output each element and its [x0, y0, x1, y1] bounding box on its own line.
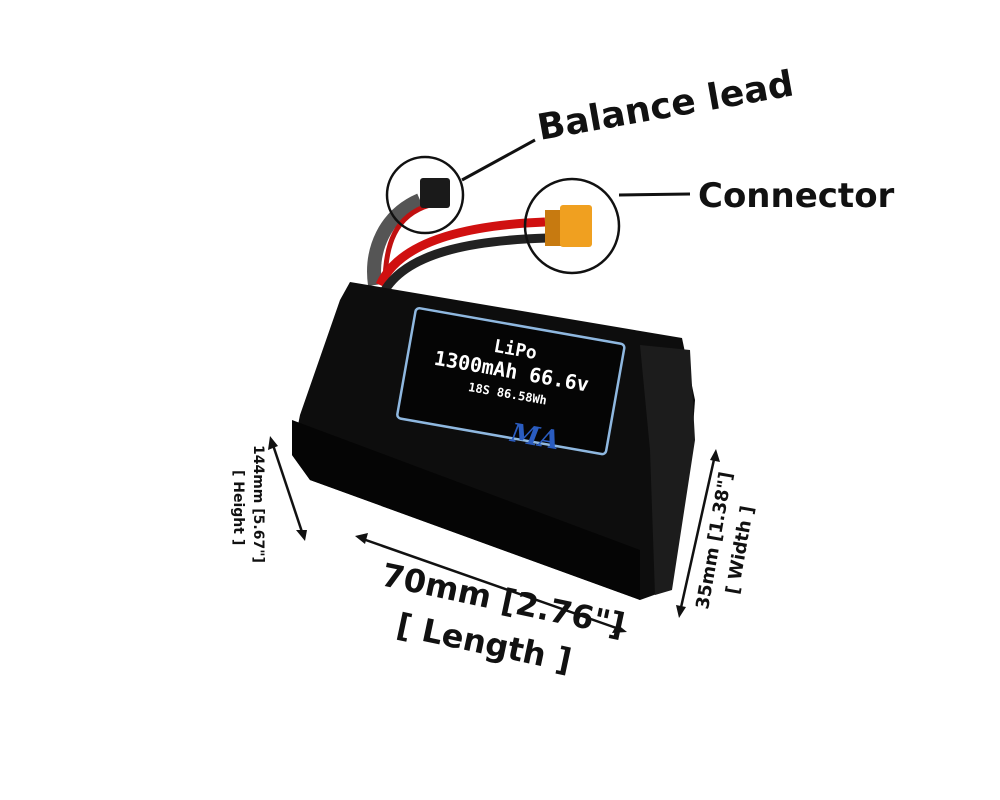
- balance-lead-pointer: [461, 138, 536, 182]
- balance-plug: [420, 178, 450, 208]
- height-value: 144mm [5.67"]: [250, 445, 266, 563]
- balance-lead-circle: [385, 155, 465, 235]
- wires: [367, 193, 549, 293]
- height-label: [ Height ]: [230, 470, 246, 545]
- xt-connector: [545, 205, 592, 247]
- battery-label: LiPo 1300mAh 66.6v 18S 86.58Wh MA: [396, 306, 626, 456]
- connector-label: Connector: [698, 176, 895, 216]
- height-dimension: 144mm [5.67"] [ Height ]: [230, 436, 307, 563]
- balance-lead-label: Balance lead: [534, 63, 796, 148]
- connector-circle: [523, 177, 621, 275]
- connector-pointer: [618, 192, 691, 197]
